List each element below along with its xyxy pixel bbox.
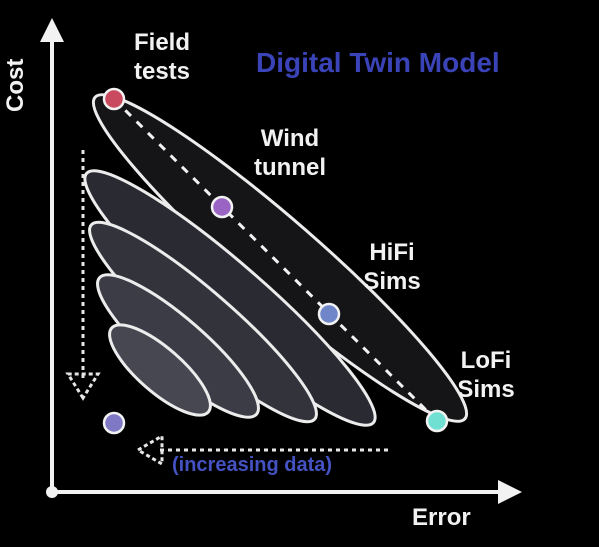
wind-tunnel-point bbox=[210, 195, 234, 219]
diagram-title: Digital Twin Model bbox=[256, 47, 500, 78]
field-tests-label: Field tests bbox=[133, 29, 191, 85]
wind-tunnel-label: Wind tunnel bbox=[254, 125, 326, 181]
lofi-sims-label: LoFi Sims bbox=[457, 347, 515, 403]
y-axis-arrow-icon bbox=[40, 18, 64, 42]
ellipse-band-4 bbox=[108, 323, 212, 417]
hifi-sims-label: HiFi Sims bbox=[363, 239, 421, 295]
x-axis-title: Error bbox=[412, 504, 471, 531]
fidelity-trend-line bbox=[112, 97, 439, 423]
increasing-data-arrowhead-icon bbox=[135, 433, 164, 467]
lofi-sims-point bbox=[425, 409, 449, 433]
hifi-sims-point bbox=[317, 302, 341, 326]
cost-reduction-arrowhead-icon bbox=[65, 372, 101, 401]
y-axis-title: Cost bbox=[2, 58, 29, 112]
x-axis-arrow-icon bbox=[498, 480, 522, 504]
increasing-data-annotation: (increasing data) bbox=[172, 454, 333, 476]
origin-point bbox=[46, 486, 58, 498]
digital-twin-point bbox=[102, 411, 126, 435]
field-tests-point bbox=[102, 87, 126, 111]
